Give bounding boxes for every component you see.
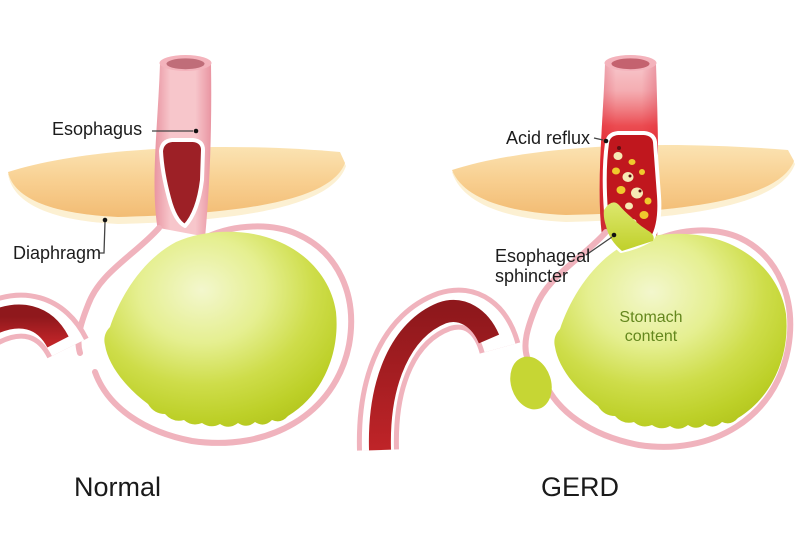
- closed-sphincter: [159, 138, 205, 228]
- stomach-content-label: Stomach content: [619, 309, 683, 345]
- stomach-wall-greater-curve: [92, 223, 355, 446]
- diaphragm-leader-line: [99, 221, 106, 254]
- esophagus-opening: [611, 58, 650, 70]
- gerd-leader-lines: [585, 137, 613, 256]
- duodenum: [0, 292, 89, 360]
- normal-leader-lines: [99, 130, 193, 254]
- esophagus-leader-dot: [193, 128, 199, 134]
- sphincter-leader-dot: [611, 232, 617, 238]
- duodenum-content: [0, 304, 69, 349]
- pylorus-content: [510, 356, 552, 410]
- acid-reflux-leader-line: [593, 137, 604, 141]
- gerd-caption: GERD: [541, 472, 620, 502]
- stomach-content: [104, 231, 337, 427]
- normal-caption: Normal: [74, 472, 162, 502]
- normal-panel-illustration: [0, 55, 355, 446]
- esophagus-opening: [166, 58, 205, 70]
- duodenum-content: [368, 300, 500, 451]
- diaphragm-label: Diaphragm: [13, 243, 102, 263]
- acid-reflux-leader-dot: [603, 138, 609, 144]
- acid-reflux-label: Acid reflux: [506, 128, 591, 148]
- sphincter-leader-line: [585, 236, 613, 256]
- diaphragm-leader-dot: [102, 217, 108, 223]
- stomach-wall-lesser-curve: [522, 229, 609, 360]
- stomach-wall-greater-curve: [539, 227, 794, 450]
- gerd-panel-illustration: [356, 55, 795, 451]
- esophagus-label: Esophagus: [52, 119, 143, 139]
- stomach-content: [554, 233, 787, 429]
- refluxed-stomach-content: [603, 202, 654, 251]
- esophageal-sphincter-label: Esophageal sphincter: [495, 246, 591, 286]
- duodenum: [356, 287, 521, 451]
